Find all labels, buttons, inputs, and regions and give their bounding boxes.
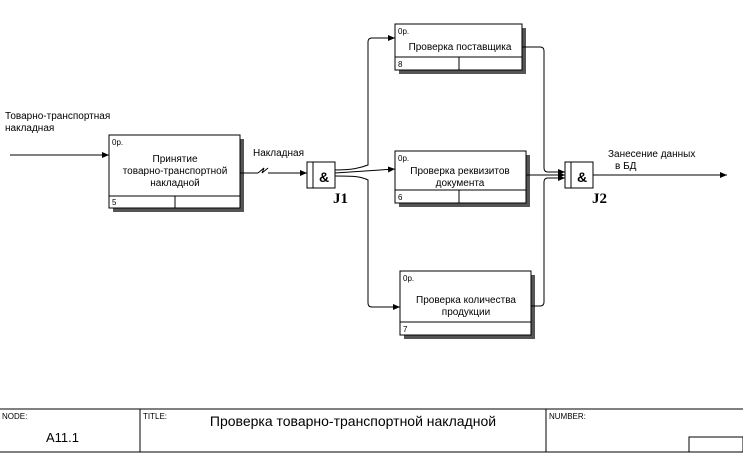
activity-box-requisites[interactable]: 0р. Проверка реквизитов документа 6: [394, 150, 530, 207]
box-tag: 0р.: [398, 154, 409, 163]
tunnel-label: Накладная: [253, 148, 304, 159]
box-frame: [394, 150, 527, 204]
tunnel-squiggle: [257, 167, 269, 174]
activity-box-quantity[interactable]: 0р. Проверка количества продукции 7: [399, 270, 535, 339]
box-title-line1: Проверка количества: [416, 295, 516, 306]
junction-label: J2: [592, 191, 607, 207]
box-number: 6: [398, 193, 403, 202]
box-tag: 0р.: [112, 138, 123, 147]
number-caption: NUMBER:: [549, 412, 586, 421]
footer: NODE: A11.1 TITLE: Проверка товарно-тран…: [0, 408, 743, 453]
activity-box-accept[interactable]: 0р. Принятие товарно-транспортной наклад…: [108, 134, 244, 212]
junction-label: J1: [333, 191, 348, 207]
arrow-supplier-to-j2[interactable]: [522, 46, 565, 175]
arrow-j1-to-supplier[interactable]: [334, 35, 395, 171]
box-tag: 0р.: [403, 274, 414, 283]
arrow-quantity-to-j2[interactable]: [531, 175, 565, 307]
junction-j2[interactable]: & J2: [564, 161, 607, 207]
output-label-line2: в БД: [615, 161, 637, 172]
junction-symbol: &: [577, 169, 587, 185]
junction-j1[interactable]: & J1: [306, 161, 348, 207]
node-caption: NODE:: [2, 412, 27, 421]
box-title-line1: Проверка реквизитов: [410, 166, 509, 177]
title-value: Проверка товарно-транспортной накладной: [210, 413, 496, 429]
arrow-j1-to-requisites[interactable]: [334, 166, 396, 174]
box-title-line1: Проверка поставщика: [409, 42, 512, 53]
junction-frame: [306, 161, 336, 189]
title-caption: TITLE:: [143, 412, 167, 421]
box-title-line1: Принятие: [153, 154, 198, 165]
arrow-j1-to-quantity[interactable]: [334, 175, 400, 310]
box-tag: 0р.: [398, 27, 409, 36]
input-label-line2: накладная: [5, 123, 54, 134]
box-title-line2: документа: [436, 178, 485, 189]
box-title-line3: накладной: [150, 178, 199, 189]
box-frame: [399, 270, 532, 336]
node-value: A11.1: [46, 430, 79, 445]
footer-corner-box: [688, 436, 743, 453]
box-number: 5: [112, 198, 117, 207]
box-number: 8: [398, 60, 403, 69]
junction-symbol: &: [319, 169, 329, 185]
box-title-line2: товарно-транспортной: [123, 166, 228, 177]
activity-box-supplier[interactable]: 0р. Проверка поставщика 8: [394, 23, 526, 74]
output-label-line1: Занесение данных: [608, 149, 695, 160]
input-label-line1: Товарно-транспортная: [5, 111, 110, 122]
box-title-line2: продукции: [442, 307, 490, 318]
box-number: 7: [403, 325, 408, 334]
